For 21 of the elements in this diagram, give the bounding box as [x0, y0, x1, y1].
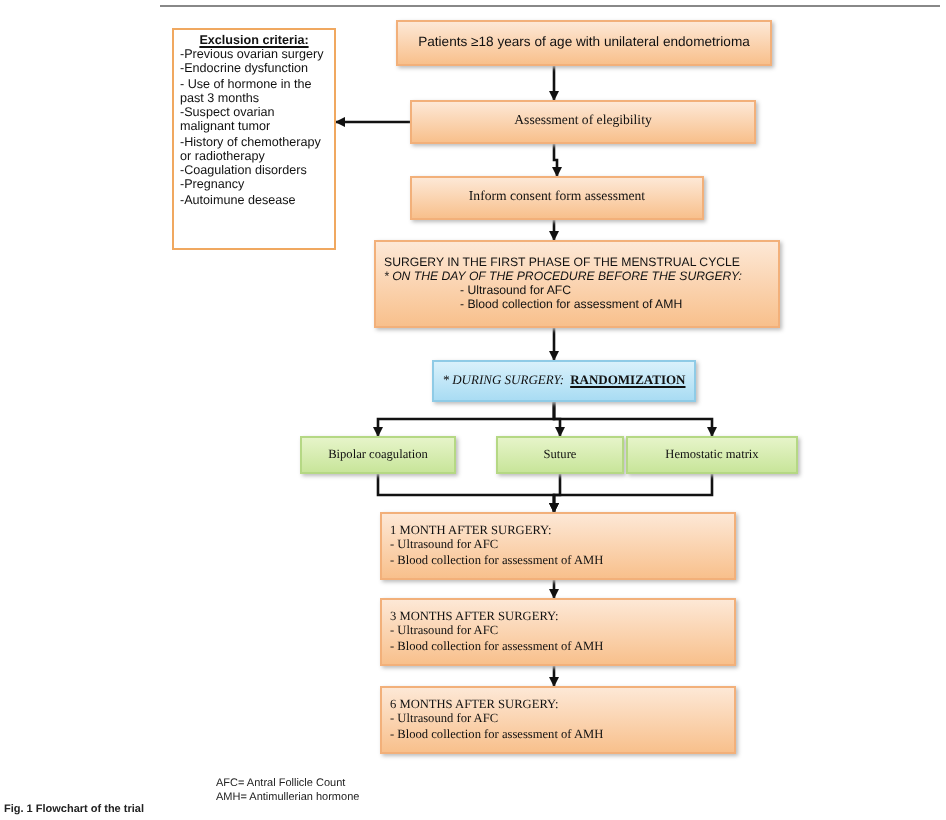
treatment-box: [300, 436, 456, 474]
treatment-box: [496, 436, 624, 474]
process-box: [396, 20, 772, 66]
process-box: [410, 176, 704, 220]
arrow: [552, 402, 718, 438]
arrow: [548, 66, 560, 102]
arrow: [548, 666, 560, 688]
arrow: [548, 220, 560, 242]
arrow: [334, 116, 410, 128]
exclusion-criteria-box: [172, 28, 336, 250]
treatment-box: [626, 436, 798, 474]
process-box: [374, 240, 780, 328]
arrow: [548, 328, 560, 362]
randomization-box: [432, 360, 696, 402]
arrow: [551, 144, 563, 178]
process-box: [380, 686, 736, 754]
arrow: [548, 580, 560, 600]
process-box: [410, 100, 756, 144]
process-box: [380, 598, 736, 666]
process-box: [380, 512, 736, 580]
arrow: [548, 474, 714, 514]
